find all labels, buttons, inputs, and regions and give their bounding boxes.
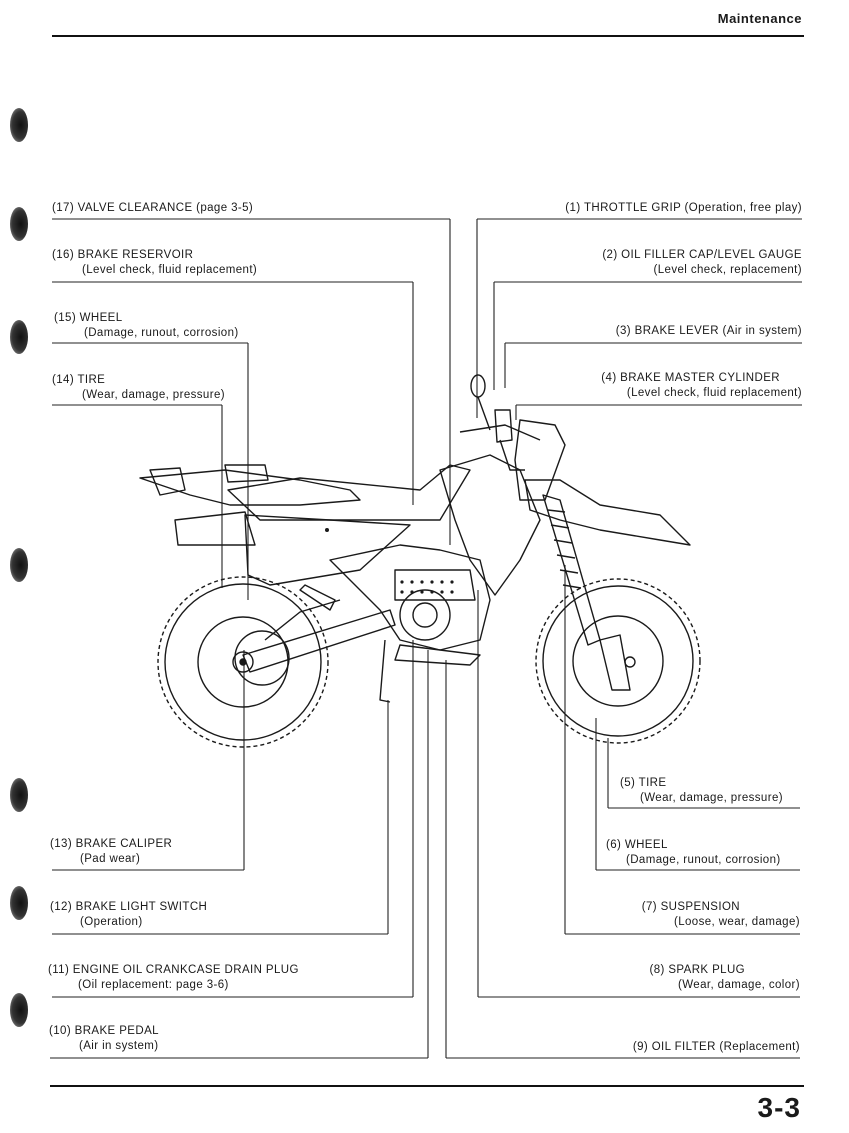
header-rule [52, 35, 804, 37]
label-title: (11) ENGINE OIL CRANKCASE DRAIN PLUG [48, 964, 299, 976]
label-subtitle: (Level check, fluid replacement) [82, 264, 258, 276]
binder-hole [10, 778, 28, 812]
label-title: (3) BRAKE LEVER (Air in system) [615, 325, 802, 337]
binder-hole [10, 207, 28, 241]
handlebar [459, 424, 541, 441]
mirror [470, 374, 486, 398]
label-front-wheel: (6) WHEEL (Damage, runout, corrosion) [606, 838, 781, 868]
front-tire [535, 578, 701, 744]
label-front-tire: (5) TIRE (Wear, damage, pressure) [620, 776, 783, 806]
label-title: (8) SPARK PLUG [649, 964, 745, 976]
label-rear-tire: (14) TIRE (Wear, damage, pressure) [52, 373, 225, 403]
front-fork [542, 494, 601, 646]
label-brake-caliper: (13) BRAKE CALIPER (Pad wear) [50, 837, 172, 867]
label-title: (14) TIRE [52, 374, 106, 386]
binder-hole [10, 320, 28, 354]
footer-rule [50, 1085, 804, 1087]
label-spark-plug: (8) SPARK PLUG (Wear, damage, color) [650, 963, 801, 993]
label-valve-clearance: (17) VALVE CLEARANCE (page 3-5) [52, 201, 253, 216]
label-title: (12) BRAKE LIGHT SWITCH [50, 901, 208, 913]
label-subtitle: (Air in system) [79, 1040, 159, 1052]
label-rear-wheel: (15) WHEEL (Damage, runout, corrosion) [54, 311, 239, 341]
label-brake-pedal: (10) BRAKE PEDAL (Air in system) [49, 1024, 159, 1054]
label-subtitle: (Oil replacement: page 3-6) [78, 979, 229, 991]
label-brake-master-cylinder: (4) BRAKE MASTER CYLINDER (Level check, … [601, 371, 802, 401]
front-fender [524, 479, 691, 546]
label-title: (7) SUSPENSION [641, 901, 740, 913]
fuel-tank [439, 454, 541, 596]
label-brake-light-switch: (12) BRAKE LIGHT SWITCH (Operation) [50, 900, 207, 930]
label-title: (13) BRAKE CALIPER [50, 838, 173, 850]
binder-hole [10, 108, 28, 142]
headlight-cowl [514, 419, 566, 501]
label-subtitle: (Pad wear) [80, 853, 141, 865]
label-subtitle: (Wear, damage, color) [678, 979, 800, 991]
label-subtitle: (Wear, damage, pressure) [640, 792, 783, 804]
front-rim [572, 615, 664, 707]
label-throttle-grip: (1) THROTTLE GRIP (Operation, free play) [565, 201, 802, 216]
label-title: (16) BRAKE RESERVOIR [52, 249, 194, 261]
label-oil-filler-cap: (2) OIL FILLER CAP/LEVEL GAUGE (Level ch… [602, 248, 802, 278]
rear-fender [139, 469, 361, 506]
rear-tire [157, 576, 329, 748]
swingarm [242, 609, 396, 673]
label-title: (6) WHEEL [606, 839, 668, 851]
label-title: (5) TIRE [620, 777, 667, 789]
label-title: (2) OIL FILLER CAP/LEVEL GAUGE [602, 249, 802, 261]
muffler [174, 511, 256, 546]
label-brake-lever: (3) BRAKE LEVER (Air in system) [616, 324, 802, 339]
label-subtitle: (Damage, runout, corrosion) [84, 327, 239, 339]
label-drain-plug: (11) ENGINE OIL CRANKCASE DRAIN PLUG (Oi… [48, 963, 299, 993]
label-subtitle: (Operation) [80, 916, 143, 928]
label-title: (4) BRAKE MASTER CYLINDER [601, 372, 780, 384]
seat [227, 464, 471, 521]
label-brake-reservoir: (16) BRAKE RESERVOIR (Level check, fluid… [52, 248, 257, 278]
label-title: (17) VALVE CLEARANCE (page 3-5) [52, 202, 254, 214]
binder-hole [10, 548, 28, 582]
binder-hole [10, 993, 28, 1027]
label-subtitle: (Wear, damage, pressure) [82, 389, 225, 401]
label-title: (1) THROTTLE GRIP (Operation, free play) [565, 202, 802, 214]
rear-rim [197, 616, 289, 708]
binder-hole [10, 886, 28, 920]
label-subtitle: (Damage, runout, corrosion) [626, 854, 781, 866]
label-title: (9) OIL FILTER (Replacement) [632, 1041, 800, 1053]
label-oil-filter: (9) OIL FILTER (Replacement) [633, 1040, 800, 1055]
label-suspension: (7) SUSPENSION (Loose, wear, damage) [642, 900, 800, 930]
section-header: Maintenance [717, 11, 802, 26]
label-subtitle: (Level check, replacement) [653, 264, 802, 276]
label-subtitle: (Loose, wear, damage) [673, 916, 800, 928]
label-subtitle: (Level check, fluid replacement) [626, 387, 802, 399]
page-number: 3-3 [757, 1092, 801, 1123]
label-title: (10) BRAKE PEDAL [49, 1025, 159, 1037]
engine [329, 544, 491, 651]
label-title: (15) WHEEL [54, 312, 123, 324]
